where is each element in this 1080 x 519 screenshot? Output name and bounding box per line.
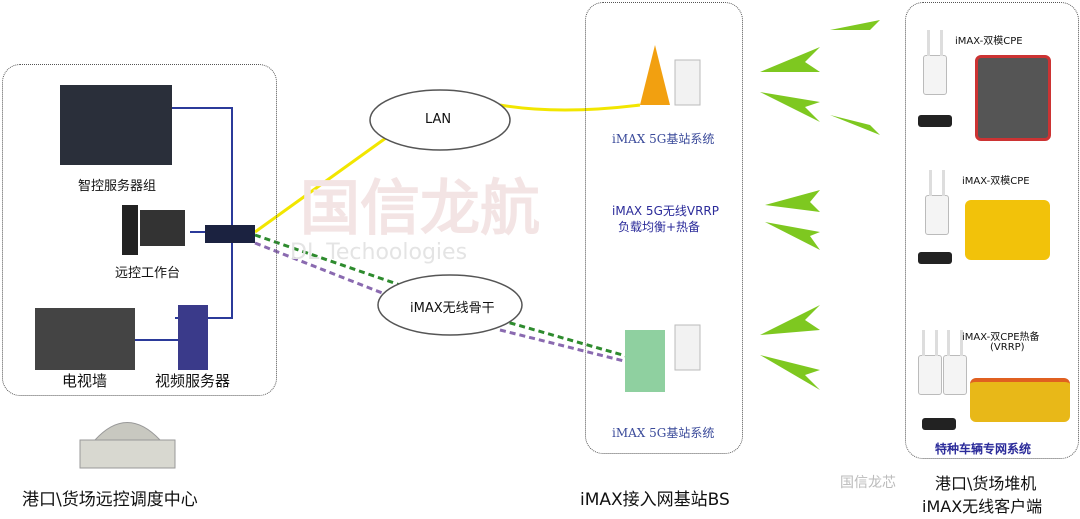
bs-top-label: iMAX 5G基站系统 bbox=[612, 132, 715, 146]
switch bbox=[205, 225, 255, 243]
vehicle-wheel-loader bbox=[965, 200, 1050, 260]
tower bbox=[640, 45, 670, 105]
cpe2-label: iMAX-双模CPE bbox=[962, 176, 1030, 187]
workstation-monitor bbox=[140, 210, 185, 246]
router-2 bbox=[918, 252, 952, 264]
video-server-label: 视频服务器 bbox=[155, 372, 231, 390]
cpe3-label-line2: (VRRP) bbox=[990, 342, 1025, 353]
video-server bbox=[178, 305, 208, 370]
lan-label: LAN bbox=[425, 112, 452, 127]
bs-radio-top bbox=[674, 59, 701, 106]
control-center-box bbox=[2, 64, 277, 396]
workstation-label: 远控工作台 bbox=[115, 266, 181, 281]
cpe-1 bbox=[923, 30, 947, 95]
client-title-line1: 港口\货场堆机 bbox=[935, 474, 1037, 493]
government-building bbox=[79, 439, 176, 469]
backbone-label: iMAX无线骨干 bbox=[410, 301, 495, 316]
wireless-link bbox=[254, 233, 641, 362]
client-title-line2: iMAX无线客户端 bbox=[922, 497, 1043, 516]
vrrp-line2: 负载均衡+热备 bbox=[618, 220, 701, 234]
bs-title: iMAX接入网基站BS bbox=[580, 490, 730, 510]
wechat-watermark: 国信龙芯 bbox=[840, 475, 896, 491]
vehicle-straddle-carrier bbox=[975, 55, 1051, 141]
client-box bbox=[905, 2, 1079, 459]
lan-link bbox=[254, 103, 641, 234]
building bbox=[625, 330, 665, 392]
base-station-box bbox=[585, 2, 743, 454]
lan-cloud bbox=[369, 89, 511, 151]
purple-link bbox=[254, 241, 641, 367]
bs-radio-bottom bbox=[674, 324, 701, 371]
router-1 bbox=[918, 115, 952, 127]
cpe-3a bbox=[918, 330, 942, 395]
cpe3-label-line1: iMAX-双CPE热备 bbox=[962, 332, 1040, 343]
cpe-2 bbox=[925, 170, 949, 235]
backbone-cloud bbox=[377, 274, 523, 336]
watermark-en: DL Techoologies bbox=[290, 240, 468, 265]
lan-cable bbox=[135, 107, 233, 341]
vehicle-special bbox=[970, 378, 1070, 422]
bs-bottom-label: iMAX 5G基站系统 bbox=[612, 426, 715, 440]
cpe-3b bbox=[943, 330, 967, 395]
cpe1-label: iMAX-双模CPE bbox=[955, 36, 1023, 47]
router-3 bbox=[922, 418, 956, 430]
server-rack bbox=[60, 85, 172, 165]
wifi-signals bbox=[760, 20, 880, 390]
workstation-tower bbox=[122, 205, 138, 255]
tv-wall-label: 电视墙 bbox=[62, 372, 108, 390]
watermark-cn: 国信龙航 bbox=[300, 174, 540, 244]
tv-wall-screen bbox=[35, 308, 135, 370]
servers-label: 智控服务器组 bbox=[78, 179, 157, 194]
vrrp-line1: iMAX 5G无线VRRP bbox=[612, 204, 719, 218]
control-center-title: 港口\货场远控调度中心 bbox=[22, 490, 198, 510]
special-vehicle-label: 特种车辆专网系统 bbox=[935, 442, 1032, 456]
